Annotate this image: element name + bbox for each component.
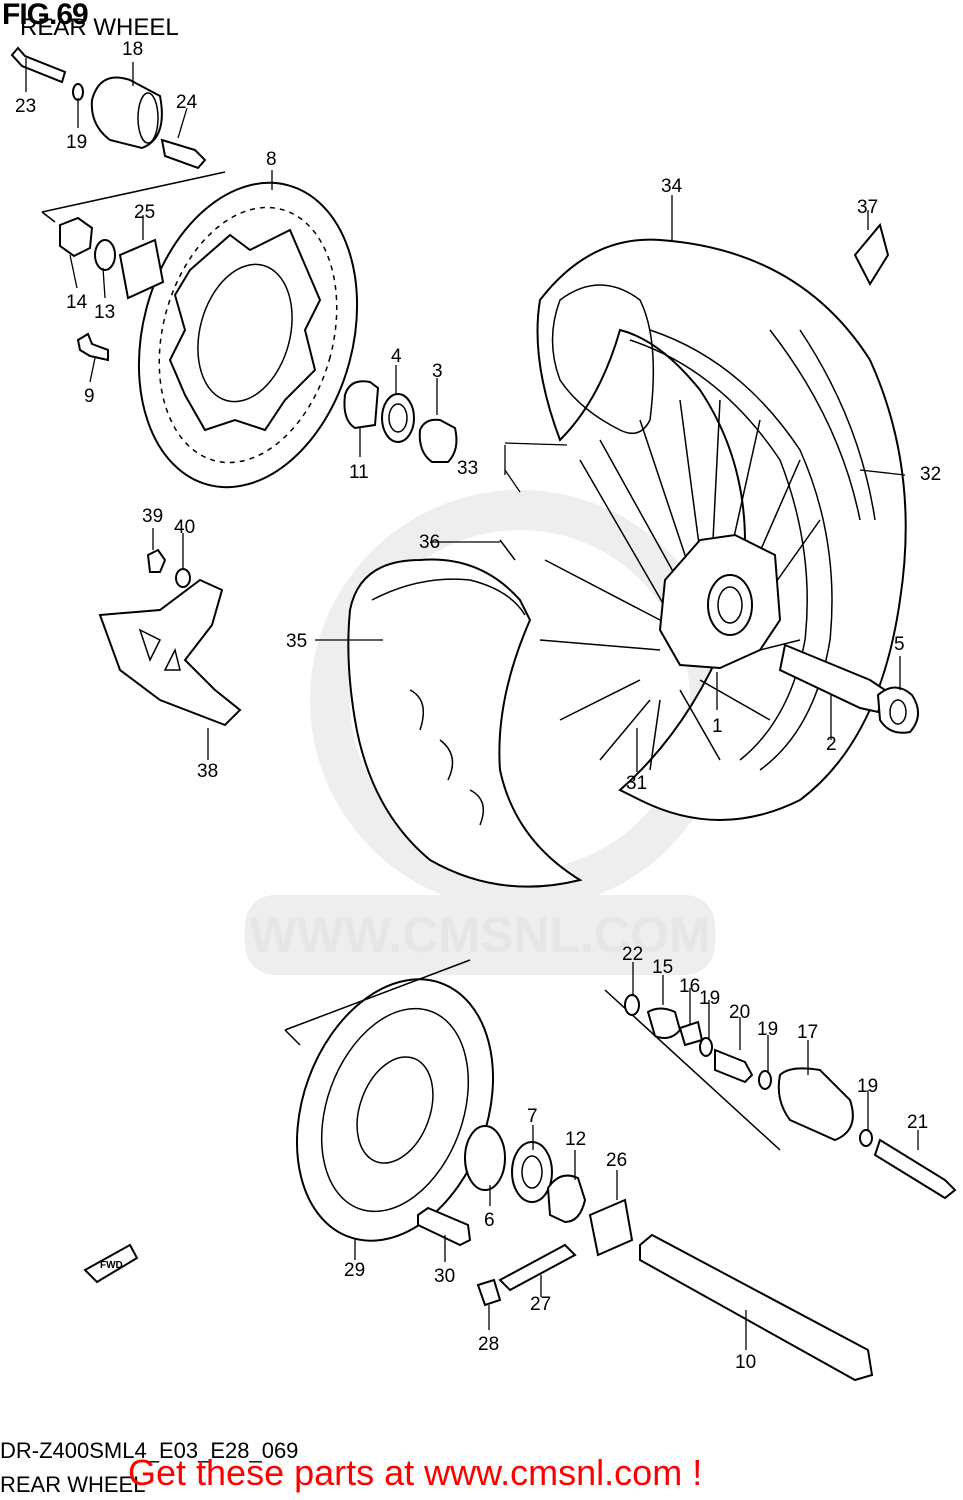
callout-10: 10: [735, 1352, 756, 1373]
callout-33: 33: [457, 458, 478, 479]
callout-20: 20: [729, 1002, 750, 1023]
callout-19-c: 19: [857, 1076, 878, 1097]
callout-16: 16: [679, 976, 700, 997]
valve-cap: [853, 222, 890, 287]
footer-title: REAR WHEEL: [0, 1472, 146, 1497]
promo-link[interactable]: Get these parts at www.cmsnl.com !: [128, 1452, 703, 1493]
fwd-arrow-icon: FWD: [83, 1243, 139, 1284]
callout-28: 28: [478, 1334, 499, 1355]
callout-13: 13: [94, 302, 115, 323]
callout-19-a: 19: [699, 988, 720, 1009]
callout-2: 2: [826, 734, 837, 755]
callout-11: 11: [349, 462, 369, 483]
callout-27: 27: [530, 1294, 551, 1315]
hub-bearings-left: [343, 380, 458, 463]
callout-19-top: 19: [66, 132, 87, 153]
callout-8: 8: [266, 149, 277, 170]
right-collars: [624, 994, 957, 1200]
rear-sprocket: [284, 959, 495, 1242]
diagram-title: REAR WHEEL: [20, 14, 179, 41]
hub-right-parts: [778, 643, 919, 734]
fig-label: FIG.69: [2, 0, 89, 31]
leader-lines: [25, 58, 919, 1350]
callout-7: 7: [527, 1106, 538, 1127]
callout-3: 3: [432, 361, 443, 382]
callout-36: 36: [419, 532, 440, 553]
tire-tube: [347, 539, 583, 888]
callout-30: 30: [434, 1266, 455, 1287]
brake-disc: [137, 181, 359, 489]
callout-25: 25: [134, 202, 155, 223]
callout-15: 15: [652, 957, 673, 978]
diagram-code: DR-Z400SML4_E03_E28_069: [0, 1438, 299, 1463]
callout-18: 18: [122, 39, 143, 60]
callout-35: 35: [286, 631, 307, 652]
watermark-text: WWW.CMSNL.COM: [249, 907, 710, 963]
callout-31: 31: [626, 773, 647, 794]
callout-17: 17: [797, 1022, 818, 1043]
callout-37: 37: [857, 197, 878, 218]
callout-21: 21: [907, 1112, 928, 1133]
callout-14: 14: [66, 292, 88, 313]
callout-12: 12: [565, 1129, 586, 1150]
top-hub-parts: [10, 46, 207, 170]
callout-34: 34: [661, 176, 683, 197]
callout-38: 38: [197, 761, 218, 782]
callout-32: 32: [920, 464, 941, 485]
hub: [658, 533, 782, 670]
callout-5: 5: [894, 634, 905, 655]
sprocket-side-parts: [417, 1125, 634, 1257]
callout-40: 40: [174, 517, 195, 538]
axle-parts: [476, 989, 874, 1382]
callout-19-b: 19: [757, 1019, 778, 1040]
callout-4: 4: [391, 346, 402, 367]
callout-6: 6: [484, 1210, 495, 1231]
callout-26: 26: [606, 1150, 627, 1171]
callout-22: 22: [622, 944, 643, 965]
callout-24: 24: [176, 92, 198, 113]
sprocket-guard: [98, 548, 242, 727]
callout-labels: 1 2 3 4 5 6 7 8 9 10 11 12 13 14 15 16 1…: [15, 39, 941, 1373]
callout-9: 9: [84, 386, 95, 407]
caliper-parts: [41, 171, 226, 362]
callout-39: 39: [142, 506, 163, 527]
callout-1: 1: [712, 716, 723, 737]
callout-23: 23: [15, 96, 36, 117]
callout-29: 29: [344, 1260, 365, 1281]
fwd-label: FWD: [100, 1260, 123, 1271]
